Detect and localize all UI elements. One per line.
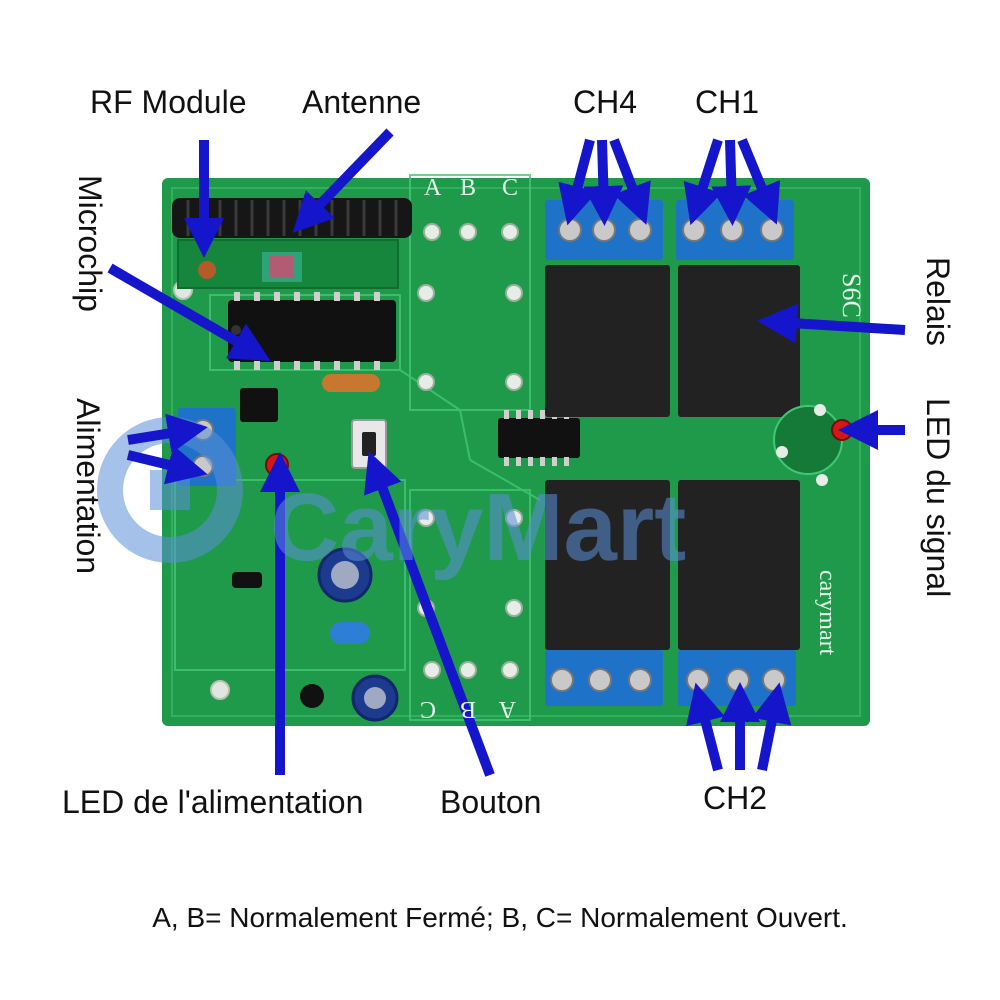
label-ch1: CH1	[695, 84, 760, 120]
board-letter-bot-c: C	[420, 696, 436, 722]
microchip-ic	[228, 292, 396, 370]
board-letter-bot-b: B	[460, 696, 476, 722]
board-letter-top-a: A	[424, 175, 442, 201]
label-ch4: CH4	[573, 84, 638, 120]
relays	[545, 265, 800, 650]
label-led-du-signal: LED du signal	[920, 398, 956, 598]
terminal-ch2-bottom	[678, 650, 796, 706]
label-antenne: Antenne	[302, 84, 422, 120]
terminal-ch4-top	[545, 200, 663, 260]
label-led-alimentation: LED de l'alimentation	[62, 784, 364, 820]
board-letter-top-b: B	[460, 175, 476, 201]
label-microchip: Microchip	[72, 175, 108, 312]
label-bouton: Bouton	[440, 784, 542, 820]
label-ch2: CH2	[703, 780, 768, 816]
watermark-text: CaryMart	[270, 474, 686, 581]
terminal-ch1-top	[676, 200, 794, 260]
label-alimentation: Alimentation	[70, 398, 106, 575]
board-letter-bot-a: A	[498, 696, 516, 722]
relay-mark: S6C	[837, 273, 866, 318]
label-rf-module: RF Module	[90, 84, 247, 120]
caption-contacts: A, B= Normalement Fermé; B, C= Normaleme…	[152, 902, 848, 933]
silkscreen-brand: carymart	[814, 570, 840, 656]
signal-led	[831, 419, 853, 441]
board-letter-top-c: C	[502, 175, 518, 201]
label-arrows	[107, 128, 906, 777]
label-relais: Relais	[920, 257, 956, 346]
terminal-ch3-bottom	[545, 650, 663, 706]
